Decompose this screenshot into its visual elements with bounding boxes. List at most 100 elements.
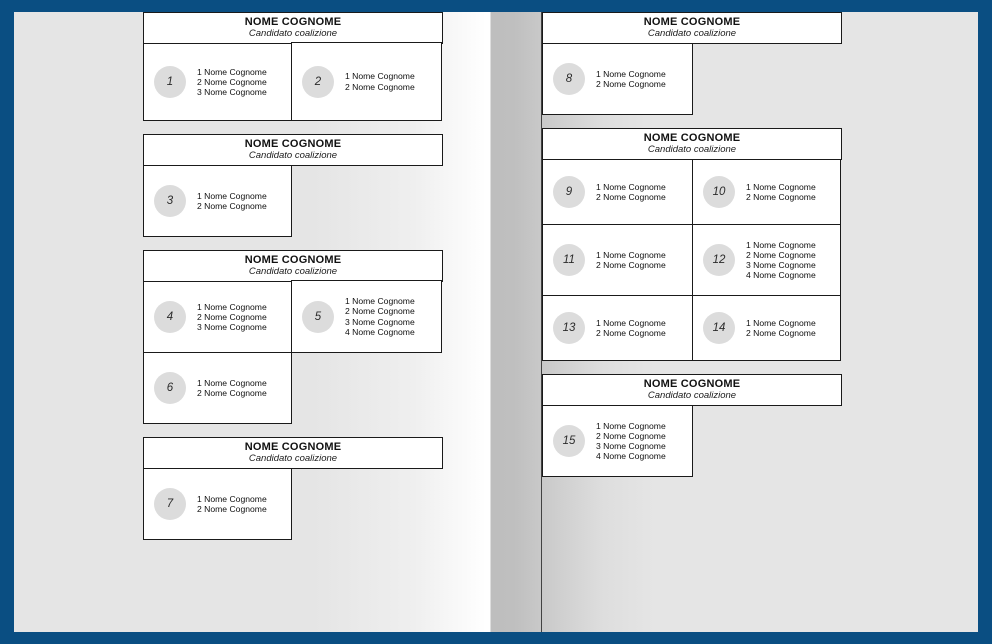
candidate-name-entry: 1 Nome Cognome — [746, 181, 816, 192]
group-subtitle: Candidato coalizione — [248, 28, 338, 40]
candidate-name-entry: 2 Nome Cognome — [197, 201, 267, 211]
candidate-name-entry: 3 Nome Cognome — [345, 316, 415, 327]
candidate-number-badge: 1 — [154, 66, 186, 98]
candidate-name-entry: 1 Nome Cognome — [596, 317, 666, 328]
candidate-number-badge: 3 — [154, 185, 186, 217]
candidate-name-entry: 3 Nome Cognome — [197, 87, 267, 98]
candidate-name-entry: 1 Nome Cognome — [596, 181, 666, 192]
candidate-number-badge: 2 — [302, 65, 334, 98]
candidate-name-entry: 2 Nome Cognome — [746, 328, 816, 338]
group-title: NOME COGNOME — [643, 377, 741, 390]
candidate-cell-empty — [692, 43, 841, 115]
candidate-name-entry: 4 Nome Cognome — [746, 270, 816, 281]
candidate-name-entry: 1 Nome Cognome — [345, 71, 415, 82]
candidate-number-badge: 10 — [703, 176, 735, 208]
candidate-name-entry: 2 Nome Cognome — [345, 306, 415, 317]
candidate-name-entry: 1 Nome Cognome — [596, 68, 666, 79]
group-title: NOME COGNOME — [244, 137, 342, 150]
group-subtitle: Candidato coalizione — [647, 144, 737, 156]
candidate-name-entry: 1 Nome Cognome — [746, 239, 816, 250]
candidate-name-entry: 3 Nome Cognome — [746, 260, 816, 270]
candidate-number-badge: 12 — [703, 244, 735, 276]
candidate-name-entry: 2 Nome Cognome — [197, 76, 267, 87]
candidate-number-badge: 13 — [553, 312, 585, 344]
group-title: NOME COGNOME — [244, 15, 342, 28]
candidate-name-entry: 1 Nome Cognome — [197, 493, 267, 504]
candidate-name-entry: 2 Nome Cognome — [596, 260, 666, 270]
group-subtitle: Candidato coalizione — [248, 453, 338, 465]
group-subtitle: Candidato coalizione — [647, 390, 737, 402]
candidate-number-badge: 4 — [154, 301, 186, 333]
candidate-name-entry: 2 Nome Cognome — [197, 504, 267, 514]
candidate-number-badge: 14 — [703, 312, 735, 344]
group-subtitle: Candidato coalizione — [647, 28, 737, 40]
candidate-name-entry: 1 Nome Cognome — [596, 249, 666, 260]
candidate-number-badge: 8 — [553, 63, 585, 95]
group-subtitle: Candidato coalizione — [248, 150, 338, 162]
candidate-name-entry: 3 Nome Cognome — [197, 322, 267, 333]
candidate-name-entry: 2 Nome Cognome — [746, 192, 816, 202]
candidate-name-entry: 3 Nome Cognome — [596, 441, 666, 451]
candidate-number-badge: 15 — [553, 425, 585, 457]
candidate-name-entry: 1 Nome Cognome — [197, 377, 267, 388]
candidate-name-entry: 1 Nome Cognome — [596, 420, 666, 431]
candidate-name-entry: 2 Nome Cognome — [596, 430, 666, 441]
candidate-name-entry: 2 Nome Cognome — [197, 388, 267, 398]
group-title: NOME COGNOME — [643, 15, 741, 28]
candidate-cell-empty — [291, 468, 442, 540]
candidate-name-entry: 1 Nome Cognome — [197, 190, 267, 201]
candidate-number-badge: 6 — [154, 372, 186, 404]
page-fold-line — [541, 12, 542, 632]
candidate-number-badge: 11 — [553, 244, 585, 276]
candidate-name-entry: 2 Nome Cognome — [596, 79, 666, 89]
group-title: NOME COGNOME — [244, 253, 342, 266]
candidate-number-badge: 7 — [154, 488, 186, 520]
candidate-name-entry: 2 Nome Cognome — [596, 328, 666, 338]
